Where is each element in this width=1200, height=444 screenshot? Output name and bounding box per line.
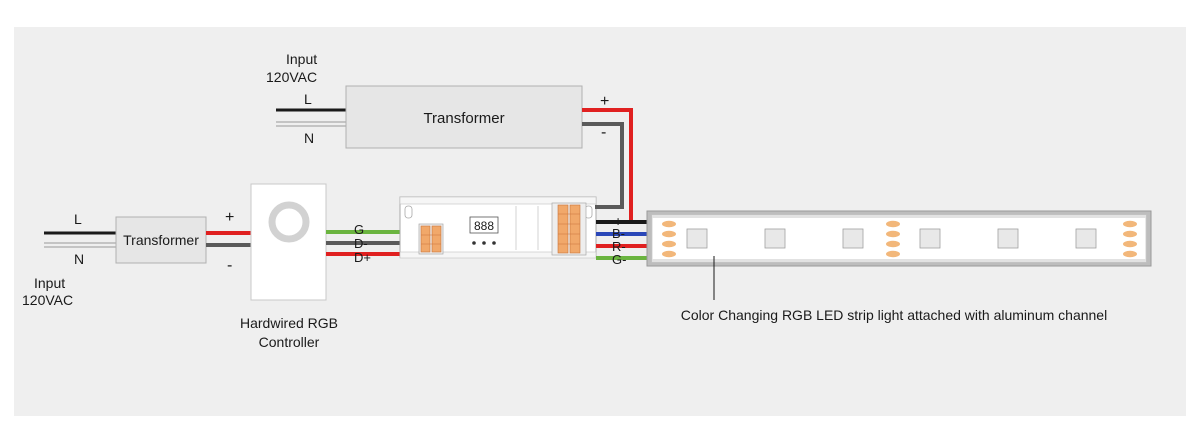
output-plus-label: + [614, 213, 622, 229]
left-transformer [115, 216, 207, 264]
left-plus-label: + [225, 209, 234, 226]
terminal-d-plus-label: D+ [354, 250, 371, 265]
left-neutral-label: N [74, 251, 84, 267]
left-input-wires [44, 231, 116, 248]
top-live-label: L [304, 91, 312, 107]
solder-pad [662, 230, 676, 238]
led-chip [997, 228, 1019, 249]
left-input-voltage: 120VAC [22, 292, 73, 308]
solder-pad [1123, 230, 1137, 238]
top-transformer [345, 85, 583, 149]
top-neutral-label: N [304, 130, 314, 146]
terminal-g-label: G [354, 222, 364, 237]
left-transformer-label: Transformer [123, 232, 199, 248]
solder-pad [886, 230, 900, 238]
decoder-display [469, 216, 499, 234]
solder-pads [662, 220, 1137, 258]
solder-pad [662, 240, 676, 248]
controller-label-line1: Hardwired RGB [240, 315, 338, 331]
solder-pad [886, 240, 900, 248]
strip-caption: Color Changing RGB LED strip light attac… [681, 307, 1107, 323]
output-r-label: R- [612, 239, 626, 254]
solder-pad [886, 220, 900, 228]
top-input-voltage: 120VAC [266, 69, 317, 85]
led-chip [919, 228, 941, 249]
left-minus-label: - [227, 257, 232, 274]
left-live-label: L [74, 211, 82, 227]
solder-pad [1123, 240, 1137, 248]
solder-pad [1123, 250, 1137, 258]
controller-dial [268, 201, 310, 243]
left-input-label: Input [34, 275, 65, 291]
led-strip [646, 210, 1152, 267]
led-chips [686, 228, 1097, 249]
solder-pad [662, 220, 676, 228]
controller-label-line2: Controller [259, 334, 320, 350]
top-input-label: Input [286, 51, 317, 67]
output-b-label: B- [612, 226, 625, 241]
led-chip [842, 228, 864, 249]
decoder-display-digits: 888 [474, 219, 494, 233]
top-minus-label: - [601, 124, 606, 141]
led-chip [686, 228, 708, 249]
top-transformer-label: Transformer [423, 110, 504, 127]
output-g-label: G- [612, 252, 626, 267]
terminal-d-minus-label: D- [354, 236, 368, 251]
led-chip [1075, 228, 1097, 249]
led-chip [764, 228, 786, 249]
top-plus-label: + [600, 93, 609, 110]
solder-pad [886, 250, 900, 258]
dmx-decoder [399, 196, 597, 259]
solder-pad [1123, 220, 1137, 228]
top-input-wires [276, 108, 347, 127]
solder-pad [662, 250, 676, 258]
